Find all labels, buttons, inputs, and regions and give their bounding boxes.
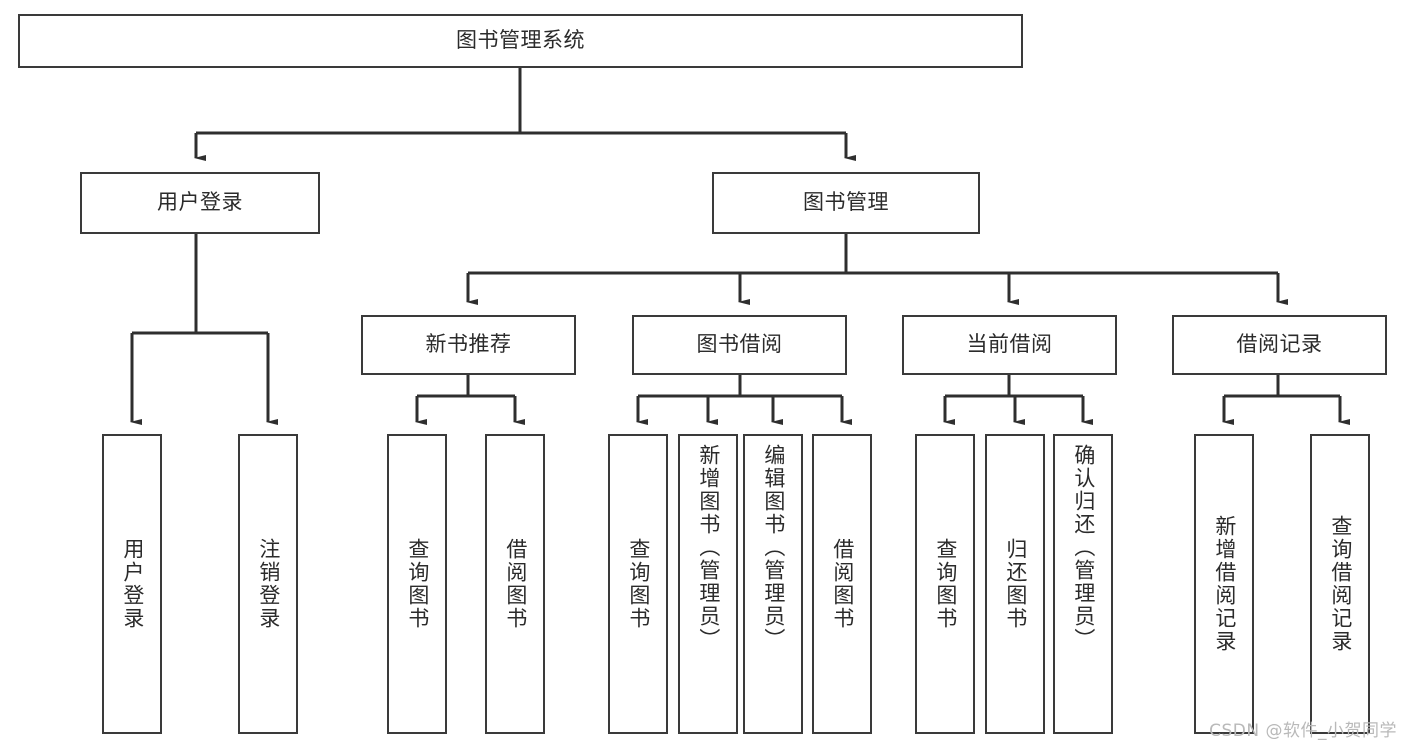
node-book-mgmt-label: 图书管理 — [803, 190, 889, 215]
node-leaf-query-book-3[interactable]: 查询图书 — [915, 434, 975, 734]
watermark: CSDN @软件_小贺同学 — [1209, 721, 1397, 741]
node-leaf-add-book[interactable]: 新增图书（管理员） — [678, 434, 738, 734]
node-root[interactable]: 图书管理系统 — [18, 14, 1023, 68]
node-leaf-return-book[interactable]: 归还图书 — [985, 434, 1045, 734]
node-leaf-query-book-1[interactable]: 查询图书 — [387, 434, 447, 734]
node-leaf-add-book-label: 新增图书（管理员） — [696, 444, 721, 651]
node-leaf-add-record-label: 新增借阅记录 — [1212, 515, 1237, 653]
node-leaf-confirm-return-label: 确认归还（管理员） — [1071, 444, 1096, 651]
node-new-book-rec[interactable]: 新书推荐 — [361, 315, 576, 375]
node-leaf-user-login[interactable]: 用户登录 — [102, 434, 162, 734]
node-leaf-add-record[interactable]: 新增借阅记录 — [1194, 434, 1254, 734]
node-borrow-record-label: 借阅记录 — [1236, 332, 1323, 357]
node-leaf-confirm-return[interactable]: 确认归还（管理员） — [1053, 434, 1113, 734]
node-leaf-borrow-book-1-label: 借阅图书 — [503, 538, 528, 630]
node-leaf-query-record-label: 查询借阅记录 — [1328, 515, 1353, 653]
node-book-borrow-label: 图书借阅 — [696, 332, 783, 357]
node-leaf-user-logout-label: 注销登录 — [256, 538, 281, 630]
node-borrow-record[interactable]: 借阅记录 — [1172, 315, 1387, 375]
node-leaf-borrow-book-2-label: 借阅图书 — [830, 538, 855, 630]
node-leaf-edit-book[interactable]: 编辑图书（管理员） — [743, 434, 803, 734]
node-leaf-user-logout[interactable]: 注销登录 — [238, 434, 298, 734]
node-leaf-query-book-2[interactable]: 查询图书 — [608, 434, 668, 734]
node-leaf-borrow-book-1[interactable]: 借阅图书 — [485, 434, 545, 734]
node-leaf-edit-book-label: 编辑图书（管理员） — [761, 444, 786, 651]
node-book-borrow[interactable]: 图书借阅 — [632, 315, 847, 375]
node-current-borrow-label: 当前借阅 — [966, 332, 1053, 357]
node-book-mgmt[interactable]: 图书管理 — [712, 172, 980, 234]
node-new-book-rec-label: 新书推荐 — [425, 332, 512, 357]
node-leaf-user-login-label: 用户登录 — [120, 538, 145, 630]
node-root-label: 图书管理系统 — [456, 28, 585, 53]
node-leaf-query-book-3-label: 查询图书 — [933, 538, 958, 630]
node-leaf-return-book-label: 归还图书 — [1003, 538, 1028, 630]
node-leaf-query-book-2-label: 查询图书 — [626, 538, 651, 630]
node-leaf-borrow-book-2[interactable]: 借阅图书 — [812, 434, 872, 734]
node-leaf-query-book-1-label: 查询图书 — [405, 538, 430, 630]
node-user-login[interactable]: 用户登录 — [80, 172, 320, 234]
node-leaf-query-record[interactable]: 查询借阅记录 — [1310, 434, 1370, 734]
node-current-borrow[interactable]: 当前借阅 — [902, 315, 1117, 375]
node-user-login-label: 用户登录 — [157, 190, 243, 215]
